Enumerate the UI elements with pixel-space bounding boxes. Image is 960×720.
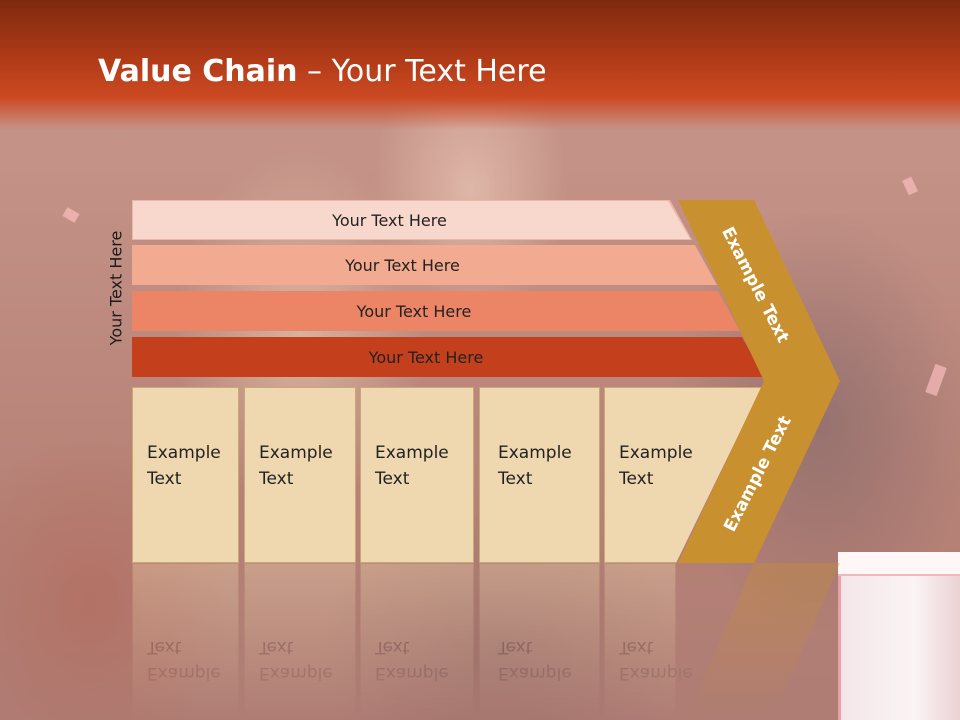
reflection-text: Example	[375, 663, 449, 683]
decorative-pedestal	[838, 552, 960, 720]
reflection-text: Example	[147, 663, 221, 683]
support-bar-4[interactable]: Your Text Here	[132, 337, 764, 377]
primary-activity-box-3[interactable]: Example Text	[360, 387, 474, 563]
reflection-text: Text	[147, 637, 182, 657]
slide-title-rest: – Your Text Here	[297, 54, 547, 89]
box-2-line-1: Example	[259, 443, 333, 463]
box-2-line-2: Text	[259, 469, 294, 489]
reflection-text: Example	[259, 663, 333, 683]
box-1-line-1: Example	[147, 443, 221, 463]
reflection-chevron	[678, 563, 840, 720]
reflection-mirror: Example Text Example Text Example Text E…	[0, 563, 960, 720]
box-5-line-1: Example	[619, 443, 693, 463]
support-bar-3[interactable]: Your Text Here	[132, 291, 740, 331]
reflection-box: Example Text	[604, 563, 693, 720]
reflection-text: Text	[498, 637, 533, 657]
reflection-box: Example Text	[132, 563, 239, 720]
slide-title-bold: Value Chain	[98, 54, 298, 89]
primary-activity-box-1[interactable]: Example Text	[132, 387, 239, 563]
support-bar-3-label: Your Text Here	[356, 301, 472, 321]
boxes-reflection: Example Text Example Text Example Text E…	[0, 563, 960, 720]
support-bar-4-label: Your Text Here	[368, 347, 484, 367]
decorative-pedestal-top	[838, 552, 960, 576]
box-3-line-1: Example	[375, 443, 449, 463]
support-bar-1[interactable]: Your Text Here	[133, 201, 690, 239]
box-3-line-2: Text	[375, 469, 410, 489]
box-4-line-1: Example	[498, 443, 572, 463]
primary-activity-box-4[interactable]: Example Text	[479, 387, 600, 563]
support-bar-1-label: Your Text Here	[332, 210, 447, 230]
reflection-text: Text	[375, 637, 410, 657]
box-4-line-2: Text	[498, 469, 533, 489]
vertical-side-label[interactable]: Your Text Here	[106, 230, 126, 346]
reflection-text: Example	[619, 663, 693, 683]
reflection-text: Example	[498, 663, 572, 683]
reflection-text: Text	[259, 637, 294, 657]
support-bar-2[interactable]: Your Text Here	[132, 245, 717, 285]
box-5-line-2: Text	[619, 469, 654, 489]
box-1-line-2: Text	[147, 469, 182, 489]
title-banner	[0, 0, 960, 130]
reflection-box: Example Text	[479, 563, 600, 720]
slide-title[interactable]: Value Chain – Your Text Here	[98, 54, 547, 89]
support-bar-2-label: Your Text Here	[345, 255, 460, 275]
reflection-box: Example Text	[360, 563, 474, 720]
reflection-text: Text	[619, 637, 654, 657]
primary-activity-box-2[interactable]: Example Text	[244, 387, 356, 563]
reflection-box: Example Text	[244, 563, 356, 720]
